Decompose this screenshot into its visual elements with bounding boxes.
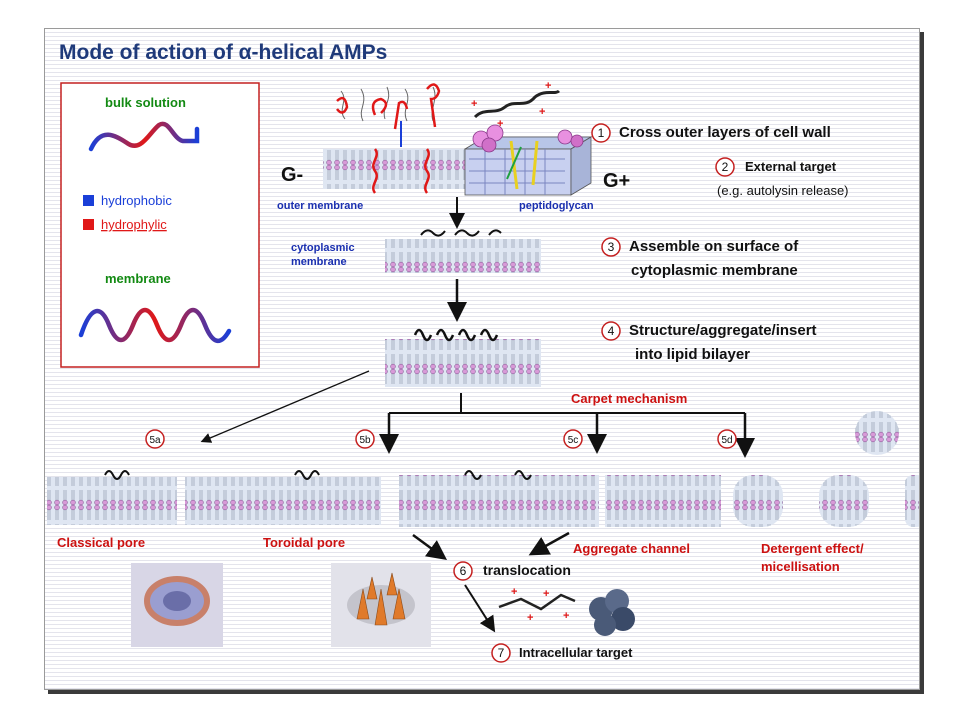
- peptidoglycan-label: peptidoglycan: [519, 200, 594, 212]
- step-3-text: Assemble on surface of: [629, 238, 799, 255]
- cytoplasmic-label-2: membrane: [291, 256, 347, 268]
- step-circle-4: [601, 321, 621, 341]
- slide: Mode of action of α-helical AMPs bulk so…: [44, 28, 920, 690]
- outer-membrane-graphic: [323, 83, 465, 194]
- lower-membranes: [47, 411, 919, 527]
- legend-box: bulk solution hydrophobic hydrophylic me…: [60, 82, 260, 368]
- free-peptide-graphic: + + + +: [471, 80, 561, 130]
- toroidal-pore-label: Toroidal pore: [263, 535, 345, 550]
- cytoplasmic-label-1: cytoplasmic: [291, 242, 355, 254]
- arrow-6-to-7: [464, 584, 496, 633]
- gram-negative-label: G-: [281, 164, 303, 186]
- intracellular-peptide-graphic: + + + +: [498, 586, 635, 636]
- detergent-label-1: Detergent effect/: [761, 541, 864, 556]
- step-1-text: Cross outer layers of cell wall: [619, 124, 831, 141]
- step-circle-2: [715, 157, 735, 177]
- gram-positive-label: G+: [603, 170, 630, 192]
- legend-hydrophylic: hydrophylic: [101, 217, 167, 232]
- outer-membrane-label: outer membrane: [277, 200, 363, 212]
- step-4-text: Structure/aggregate/insert: [629, 322, 817, 339]
- step-number-5c: 5c: [568, 435, 579, 446]
- svg-text:+: +: [545, 80, 551, 92]
- svg-text:+: +: [543, 588, 549, 600]
- step-2-subtext: (e.g. autolysin release): [717, 183, 849, 198]
- step-6-text: translocation: [483, 562, 571, 578]
- step-circle-3: [601, 237, 621, 257]
- toroidal-pore-illustration: [331, 563, 431, 647]
- step-circle-7: [491, 643, 511, 663]
- aggregate-channel-label: Aggregate channel: [573, 541, 690, 556]
- bilayer-insert-graphic: [385, 339, 541, 387]
- step-circle-5b: [355, 429, 375, 449]
- step-number-1: 1: [598, 126, 605, 140]
- hydrophobic-swatch: [83, 195, 94, 206]
- arrow-toroidal-to-6: [412, 533, 448, 560]
- step-number-4: 4: [608, 324, 615, 338]
- step-number-5a: 5a: [149, 435, 161, 446]
- surface-peptides: [420, 229, 502, 237]
- step-circle-5c: [563, 429, 583, 449]
- step-number-2: 2: [722, 160, 729, 174]
- step-number-5d: 5d: [721, 435, 732, 446]
- legend-membrane: membrane: [105, 271, 171, 286]
- svg-text:+: +: [471, 98, 477, 110]
- arrow-to-5a: [200, 370, 370, 443]
- carpet-branch-arrows: [379, 393, 755, 458]
- step-circle-6: [453, 561, 473, 581]
- peptidoglycan-graphic: [463, 124, 593, 196]
- carpet-mechanism-label: Carpet mechanism: [571, 391, 687, 406]
- detergent-label-2: micellisation: [761, 559, 840, 574]
- classical-pore-illustration: [131, 563, 223, 647]
- svg-text:+: +: [497, 118, 503, 130]
- cytoplasmic-membrane-graphic: [385, 239, 541, 273]
- membrane-peptide-icon: [78, 307, 232, 343]
- step-number-3: 3: [608, 240, 615, 254]
- step-circle-1: [591, 123, 611, 143]
- step-number-6: 6: [460, 564, 467, 578]
- step-7-text: Intracellular target: [519, 645, 633, 660]
- step-4-text-2: into lipid bilayer: [635, 346, 750, 363]
- step-number-7: 7: [498, 646, 505, 660]
- hydrophylic-swatch: [83, 219, 94, 230]
- classical-pore-label: Classical pore: [57, 535, 145, 550]
- legend-hydrophobic: hydrophobic: [101, 193, 172, 208]
- step-2-text: External target: [745, 159, 837, 174]
- step-circles: 1 2 3 4 5a 5b 5c 5d 6 7: [145, 123, 737, 663]
- diagram-canvas: Mode of action of α-helical AMPs bulk so…: [47, 41, 919, 663]
- svg-text:+: +: [539, 106, 545, 118]
- inserting-peptides: [413, 328, 499, 342]
- step-circle-5d: [717, 429, 737, 449]
- svg-text:+: +: [527, 612, 533, 624]
- bulk-peptide-icon: [88, 121, 200, 152]
- step-number-5b: 5b: [359, 435, 371, 446]
- svg-text:+: +: [563, 610, 569, 622]
- step-3-text-2: cytoplasmic membrane: [631, 262, 798, 279]
- svg-text:+: +: [511, 586, 517, 598]
- page-title: Mode of action of α-helical AMPs: [59, 41, 387, 64]
- legend-bulk-solution: bulk solution: [105, 95, 186, 110]
- arrow-aggregate-to-6: [528, 531, 570, 556]
- step-circle-5a: [145, 429, 165, 449]
